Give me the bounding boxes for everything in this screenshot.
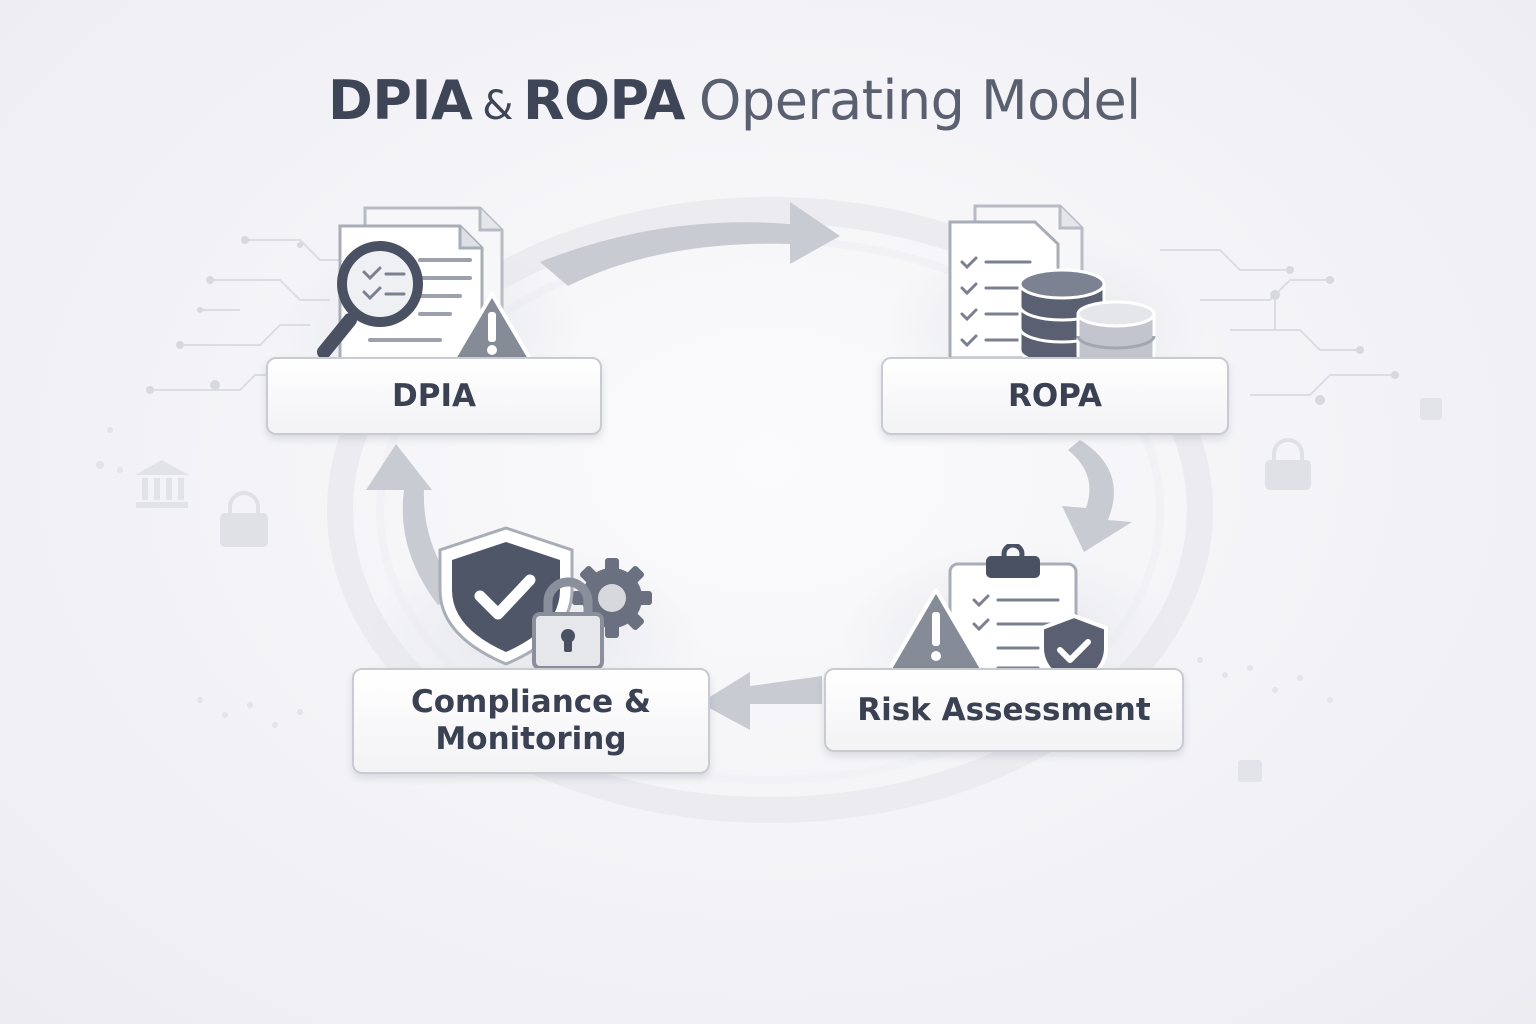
stage-dpia-label: DPIA bbox=[392, 378, 476, 415]
stage-risk-assessment-label: Risk Assessment bbox=[857, 692, 1150, 729]
shield-lock-gear-icon bbox=[432, 524, 662, 674]
stage-compliance-monitoring[interactable]: Compliance & Monitoring bbox=[352, 668, 710, 774]
checklist-database-icon bbox=[940, 200, 1170, 375]
stage-compliance-label-line1: Compliance & bbox=[411, 684, 651, 721]
magnifier-document-warning-icon bbox=[310, 200, 550, 370]
stage-risk-assessment[interactable]: Risk Assessment bbox=[824, 668, 1184, 752]
title-operating-model: Operating Model bbox=[699, 69, 1141, 132]
title-dpia: DPIA bbox=[328, 69, 472, 132]
stage-ropa-label: ROPA bbox=[1008, 378, 1102, 415]
stage-ropa[interactable]: ROPA bbox=[881, 357, 1229, 435]
arrow-risk-to-compliance bbox=[700, 672, 822, 730]
arrow-ropa-to-risk bbox=[1062, 440, 1132, 552]
title-ampersand: & bbox=[482, 83, 513, 129]
stage-dpia[interactable]: DPIA bbox=[266, 357, 602, 435]
arrow-dpia-to-ropa bbox=[540, 202, 840, 286]
stage-compliance-label-line2: Monitoring bbox=[435, 721, 626, 758]
title-ropa: ROPA bbox=[523, 69, 685, 132]
